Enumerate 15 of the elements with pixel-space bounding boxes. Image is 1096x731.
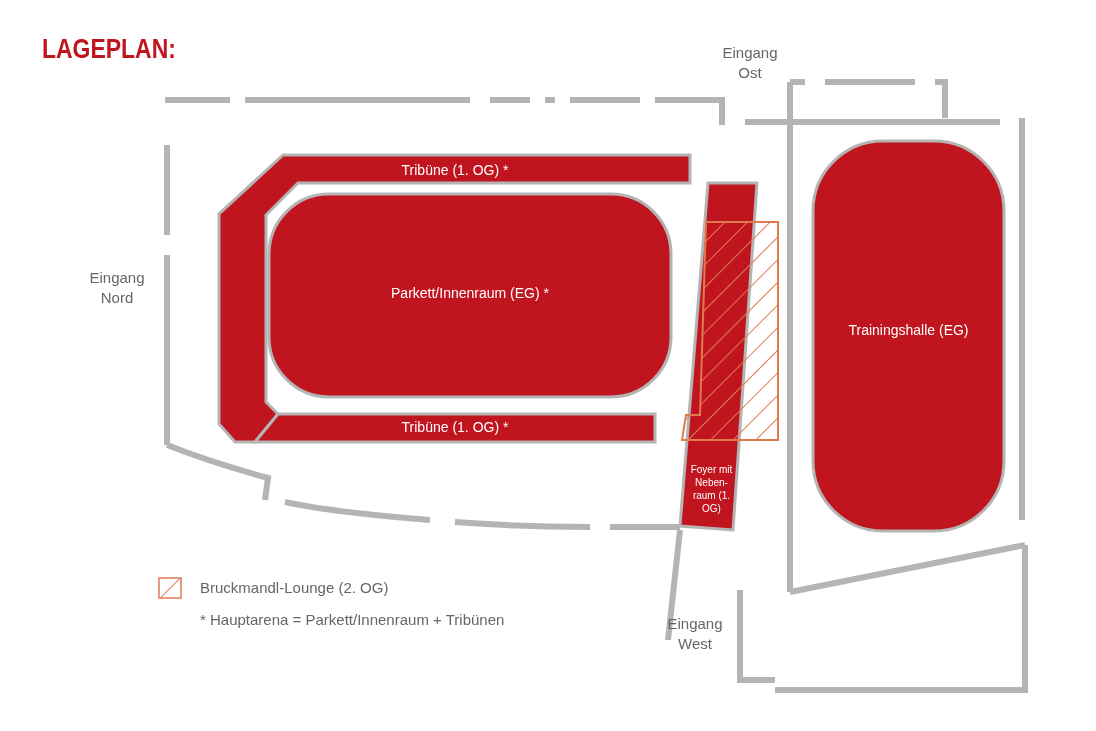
area-label: Parkett/Innenraum (EG) * (390, 285, 550, 301)
entrance-label: Eingang Nord (88, 268, 146, 308)
legend-text: Bruckmandl-Lounge (2. OG) (200, 578, 389, 598)
area-label: Foyer mit Neben-raum (1. OG) (689, 463, 734, 515)
area-label: Tribüne (1. OG) * (400, 162, 510, 178)
entrance-label: Eingang West (666, 614, 724, 654)
stand-area (255, 414, 655, 442)
area-label: Tribüne (1. OG) * (400, 419, 510, 435)
hatched-area (680, 221, 779, 441)
hall-area (268, 193, 672, 398)
hall-area (812, 140, 1005, 532)
entrance-label: Eingang Ost (721, 43, 779, 83)
title: LAGEPLAN: (42, 34, 176, 65)
footnote: * Hauptarena = Parkett/Innenraum + Tribünen (200, 610, 506, 630)
area-label: Trainingshalle (EG) (847, 322, 970, 338)
